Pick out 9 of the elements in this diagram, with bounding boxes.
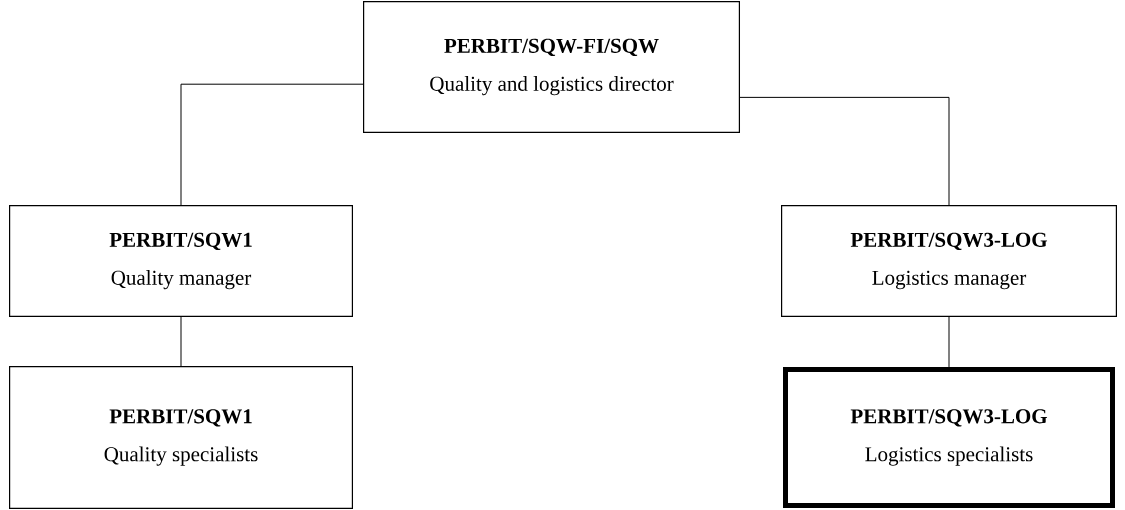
connector-line <box>180 316 182 367</box>
org-box: PERBIT/SQW1 Quality specialists <box>9 365 353 509</box>
connector-line <box>739 96 950 206</box>
org-box: PERBIT/SQW1 Quality manager <box>9 205 353 317</box>
org-box: PERBIT/SQW3-LOG Logistics manager <box>781 205 1117 317</box>
connector-line <box>180 83 364 206</box>
org-box: PERBIT/SQW3-LOG Logistics specialists <box>783 367 1115 508</box>
org-box: PERBIT/SQW-FI/SQW Quality and logistics director <box>363 1 740 133</box>
connector-line <box>948 316 950 368</box>
